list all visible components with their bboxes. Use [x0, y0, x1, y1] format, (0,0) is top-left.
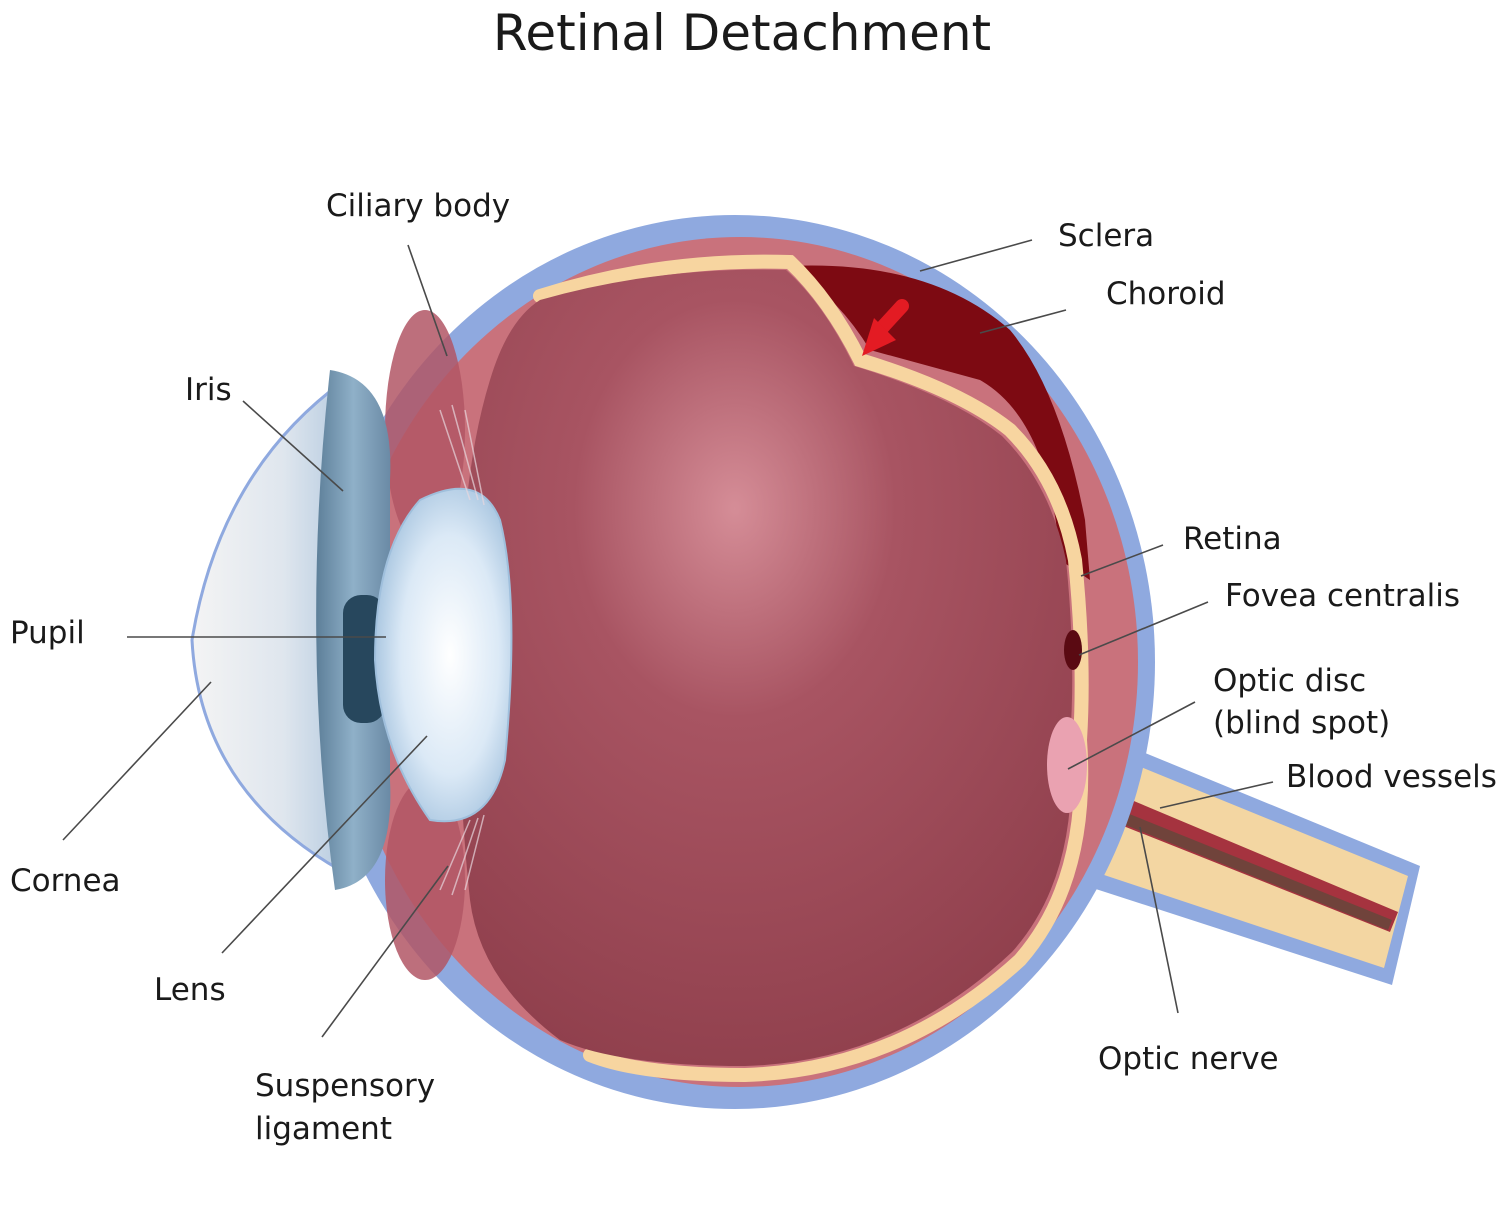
- leader-suspensory-ligament: [321, 865, 449, 1038]
- leader-choroid: [979, 309, 1067, 334]
- suspensory-ligament-fibers: [439, 404, 485, 896]
- leader-ciliary-body: [407, 244, 448, 357]
- leader-cornea: [62, 681, 212, 841]
- label-choroid: Choroid: [1106, 276, 1226, 312]
- pupil: [343, 595, 385, 723]
- label-optic-nerve: Optic nerve: [1098, 1041, 1279, 1077]
- label-suspensory-ligament-line2: ligament: [255, 1111, 392, 1147]
- label-suspensory-ligament-line1: Suspensory: [255, 1068, 435, 1104]
- label-iris: Iris: [185, 372, 232, 408]
- leader-blood-vessels: [1159, 781, 1274, 809]
- optic-disc: [1047, 717, 1087, 813]
- detachment-space: [790, 265, 1090, 580]
- leader-optic-disc: [1067, 701, 1196, 770]
- vitreous-body: [458, 269, 1073, 1066]
- label-lens: Lens: [154, 972, 226, 1008]
- fovea-centralis: [1064, 630, 1082, 670]
- label-retina: Retina: [1183, 521, 1282, 557]
- label-blood-vessels: Blood vessels: [1286, 759, 1497, 795]
- diagram-title: Retinal Detachment: [493, 4, 991, 62]
- label-pupil: Pupil: [10, 615, 85, 651]
- lens: [373, 487, 513, 823]
- label-optic-disc-line2: (blind spot): [1213, 705, 1390, 741]
- label-cornea: Cornea: [10, 863, 121, 899]
- leader-iris: [242, 400, 344, 492]
- label-optic-disc-line1: Optic disc: [1213, 663, 1366, 699]
- blood-vessel-dark: [1068, 790, 1392, 930]
- detachment-arrow-icon: [862, 299, 909, 356]
- leader-lens: [221, 735, 428, 954]
- leader-fovea: [1078, 601, 1209, 656]
- label-ciliary-body: Ciliary body: [326, 188, 510, 224]
- retina-layer: [533, 254, 1089, 1083]
- label-sclera: Sclera: [1058, 218, 1154, 254]
- leader-sclera: [919, 239, 1033, 272]
- leader-retina: [1080, 544, 1164, 577]
- leader-optic-nerve: [1139, 826, 1179, 1014]
- label-fovea-centralis: Fovea centralis: [1225, 578, 1460, 614]
- ciliary-body-lower: [385, 780, 465, 980]
